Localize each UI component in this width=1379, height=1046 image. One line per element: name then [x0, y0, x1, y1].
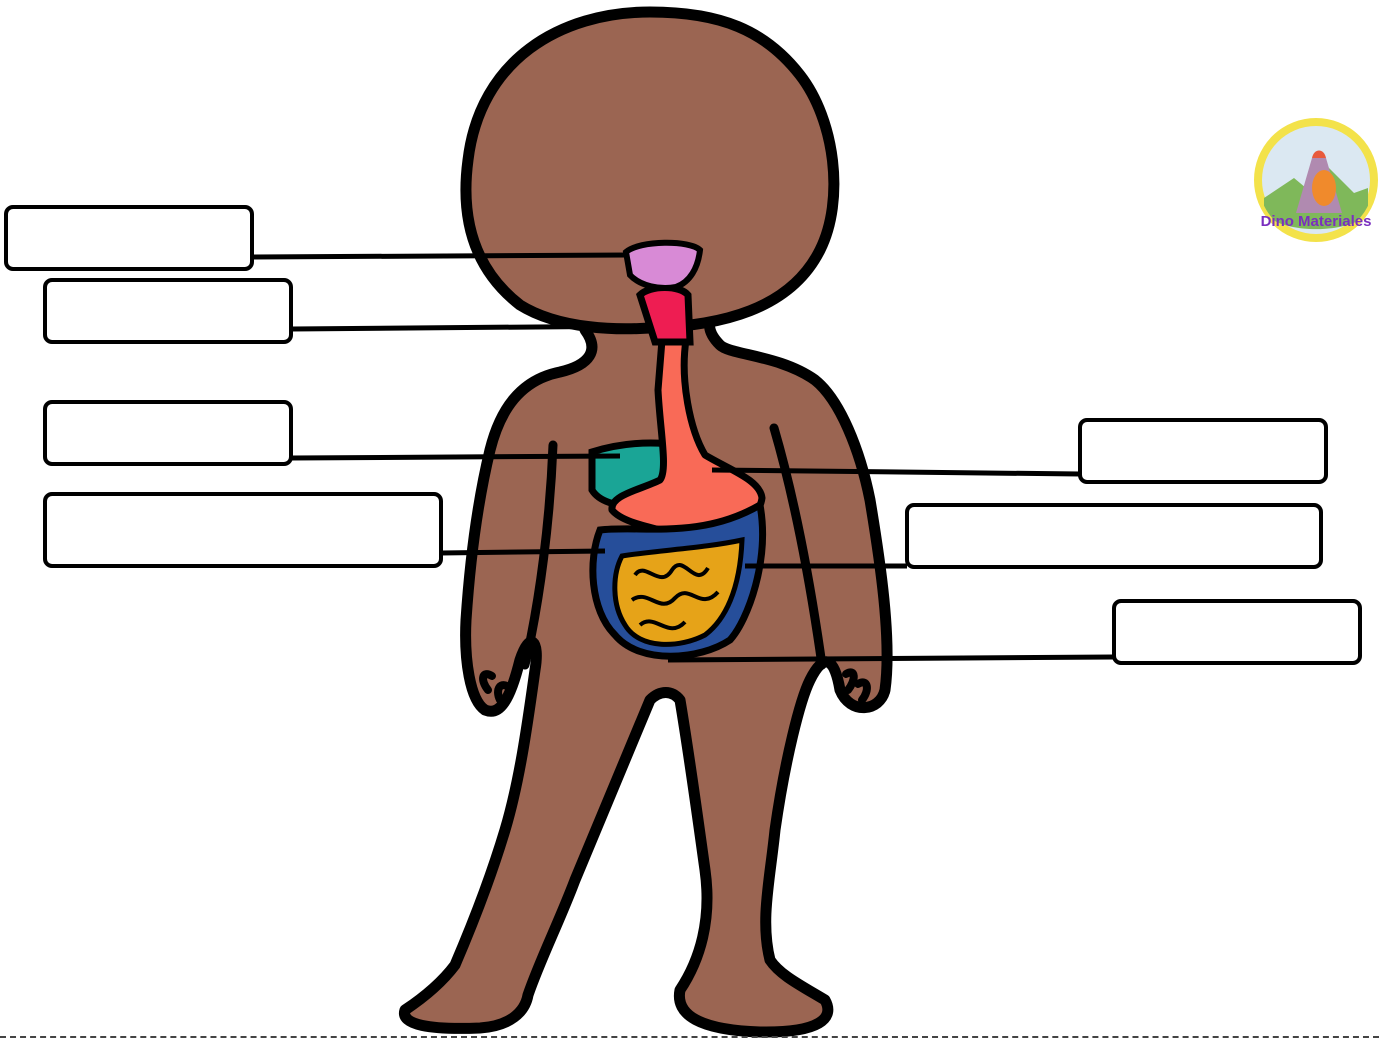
leader-pharynx	[292, 326, 650, 329]
label-box-anus[interactable]	[1112, 599, 1362, 665]
label-box-large-intestine[interactable]	[43, 492, 443, 568]
leader-large-intestine	[441, 551, 605, 553]
label-box-stomach[interactable]	[1078, 418, 1328, 484]
label-box-pharynx[interactable]	[43, 278, 293, 344]
dino-materiales-logo: Dino Materiales	[1254, 118, 1378, 242]
label-box-mouth[interactable]	[4, 205, 254, 271]
leader-mouth	[252, 255, 628, 257]
mouth-organ	[626, 243, 700, 288]
svg-text:Dino Materiales: Dino Materiales	[1261, 213, 1372, 230]
leader-liver	[292, 456, 620, 458]
leader-anus	[668, 657, 1113, 660]
label-box-liver[interactable]	[43, 400, 293, 466]
cut-line	[0, 1036, 1379, 1038]
label-box-small-intestine[interactable]	[905, 503, 1323, 569]
dinosaur-icon	[1312, 170, 1336, 206]
torso	[404, 318, 887, 1032]
